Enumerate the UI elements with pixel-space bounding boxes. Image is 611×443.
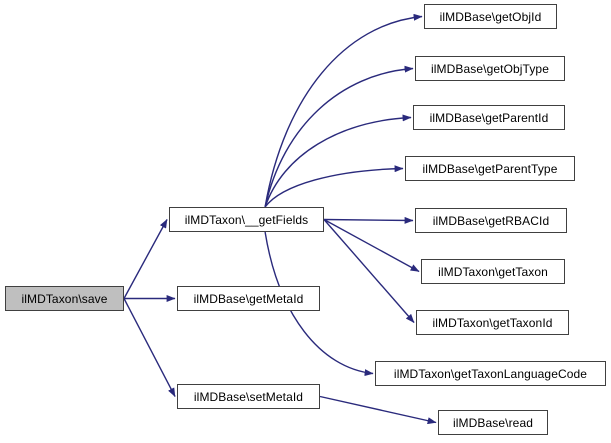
node-label: ilMDBase\getObjId: [439, 9, 542, 24]
edge-save-to-getfields: [123, 218, 168, 299]
node-label: ilMDTaxon\getTaxonLanguageCode: [393, 366, 588, 381]
edge-getfields-to-gettaxonlang: [264, 231, 374, 377]
edge-save-to-setmetaid: [123, 298, 176, 398]
node-getobjid[interactable]: ilMDBase\getObjId: [424, 4, 557, 29]
node-label: ilMDBase\getObjType: [431, 61, 549, 76]
node-getparenttype[interactable]: ilMDBase\getParentType: [405, 156, 575, 181]
node-label: ilMDTaxon\save: [21, 291, 108, 306]
edge-getfields-to-getparenttype: [264, 165, 404, 208]
node-label: ilMDBase\read: [453, 415, 533, 430]
node-label: ilMDTaxon\__getFields: [184, 212, 309, 227]
node-gettaxon[interactable]: ilMDTaxon\getTaxon: [421, 259, 565, 284]
node-label: ilMDTaxon\getTaxon: [438, 264, 548, 279]
edge-setmetaid-to-read: [319, 395, 437, 425]
edge-getfields-to-getobjtype: [264, 65, 414, 208]
node-getobjtype[interactable]: ilMDBase\getObjType: [415, 56, 565, 81]
node-getmetaid[interactable]: ilMDBase\getMetaId: [177, 286, 320, 311]
edge-getfields-to-getrbacid: [323, 216, 414, 224]
node-getrbacid[interactable]: ilMDBase\getRBACId: [415, 208, 567, 233]
node-setmetaid[interactable]: ilMDBase\setMetaId: [177, 384, 320, 409]
node-read[interactable]: ilMDBase\read: [438, 410, 548, 435]
node-label: ilMDBase\getMetaId: [193, 291, 304, 306]
node-save[interactable]: ilMDTaxon\save: [5, 286, 124, 311]
edge-getfields-to-gettaxonid: [323, 219, 415, 323]
node-label: ilMDBase\getRBACId: [432, 213, 550, 228]
edge-getfields-to-getobjid: [264, 13, 423, 208]
node-getparentid[interactable]: ilMDBase\getParentId: [413, 105, 565, 130]
node-getfields[interactable]: ilMDTaxon\__getFields: [169, 207, 324, 232]
node-label: ilMDBase\getParentId: [429, 110, 549, 125]
edge-getfields-to-getparentid: [264, 114, 412, 208]
node-gettaxonid[interactable]: ilMDTaxon\getTaxonId: [416, 310, 569, 335]
node-label: ilMDTaxon\getTaxonId: [432, 315, 553, 330]
node-gettaxonlang[interactable]: ilMDTaxon\getTaxonLanguageCode: [375, 361, 606, 386]
edge-getfields-to-gettaxon: [323, 218, 420, 273]
node-label: ilMDBase\getParentType: [422, 161, 558, 176]
node-label: ilMDBase\setMetaId: [193, 389, 304, 404]
